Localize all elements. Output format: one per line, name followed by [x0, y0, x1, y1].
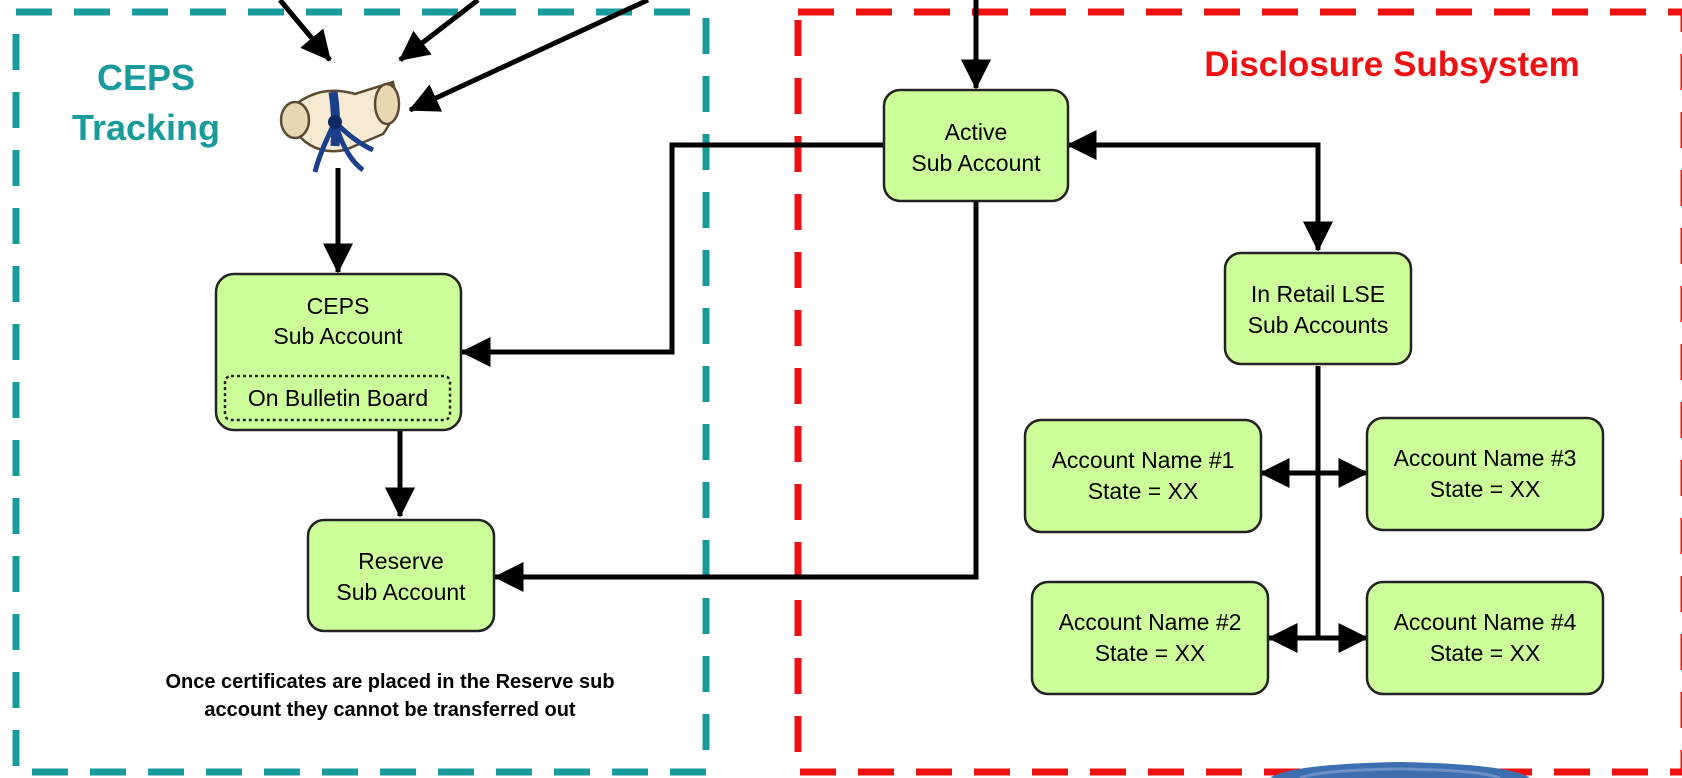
ceps-node-line1: CEPS [307, 293, 370, 319]
account-name-4-node: Account Name #4 State = XX [1365, 580, 1605, 696]
disclosure-subsystem-title: Disclosure Subsystem [1204, 45, 1579, 84]
ceps-tracking-title-line1: CEPS [97, 57, 195, 98]
reserve-note-line2: account they cannot be transferred out [204, 699, 576, 721]
active-node-line1: Active [945, 119, 1008, 145]
retail-node-line1: In Retail LSE [1251, 281, 1385, 307]
account-name-3-node: Account Name #3 State = XX [1365, 416, 1605, 532]
acct4-line2: State = XX [1430, 640, 1541, 666]
ceps-tracking-title-line2: Tracking [72, 107, 220, 148]
reserve-note-line1: Once certificates are placed in the Rese… [165, 671, 614, 693]
retail-node-line2: Sub Accounts [1248, 312, 1389, 338]
connectors [323, 130, 1369, 653]
acct3-line2: State = XX [1430, 476, 1541, 502]
acct3-line1: Account Name #3 [1394, 445, 1577, 471]
globe-fragment-icon [1270, 762, 1530, 778]
acct2-line2: State = XX [1095, 640, 1206, 666]
acct2-line1: Account Name #2 [1059, 609, 1242, 635]
reserve-sub-account-node: Reserve Sub Account [306, 518, 496, 633]
active-node-line2: Sub Account [911, 150, 1041, 176]
certificate-scroll-icon [279, 80, 401, 173]
bulletin-board-label: On Bulletin Board [248, 385, 428, 411]
ceps-sub-account-node: CEPS Sub Account On Bulletin Board [214, 272, 463, 432]
acct1-line1: Account Name #1 [1052, 447, 1235, 473]
acct1-line2: State = XX [1088, 478, 1199, 504]
reserve-node-line1: Reserve [358, 548, 444, 574]
retail-lse-sub-accounts-node: In Retail LSE Sub Accounts [1223, 251, 1413, 366]
active-sub-account-node: Active Sub Account [882, 88, 1070, 203]
account-name-2-node: Account Name #2 State = XX [1030, 580, 1270, 696]
ceps-tracking-region [12, 8, 710, 776]
acct4-line1: Account Name #4 [1394, 609, 1577, 635]
disclosure-subsystem-region [794, 8, 1682, 776]
reserve-node-line2: Sub Account [336, 579, 466, 605]
ceps-node-line2: Sub Account [273, 323, 403, 349]
account-name-1-node: Account Name #1 State = XX [1023, 418, 1263, 534]
incoming-arrows [278, 0, 991, 113]
